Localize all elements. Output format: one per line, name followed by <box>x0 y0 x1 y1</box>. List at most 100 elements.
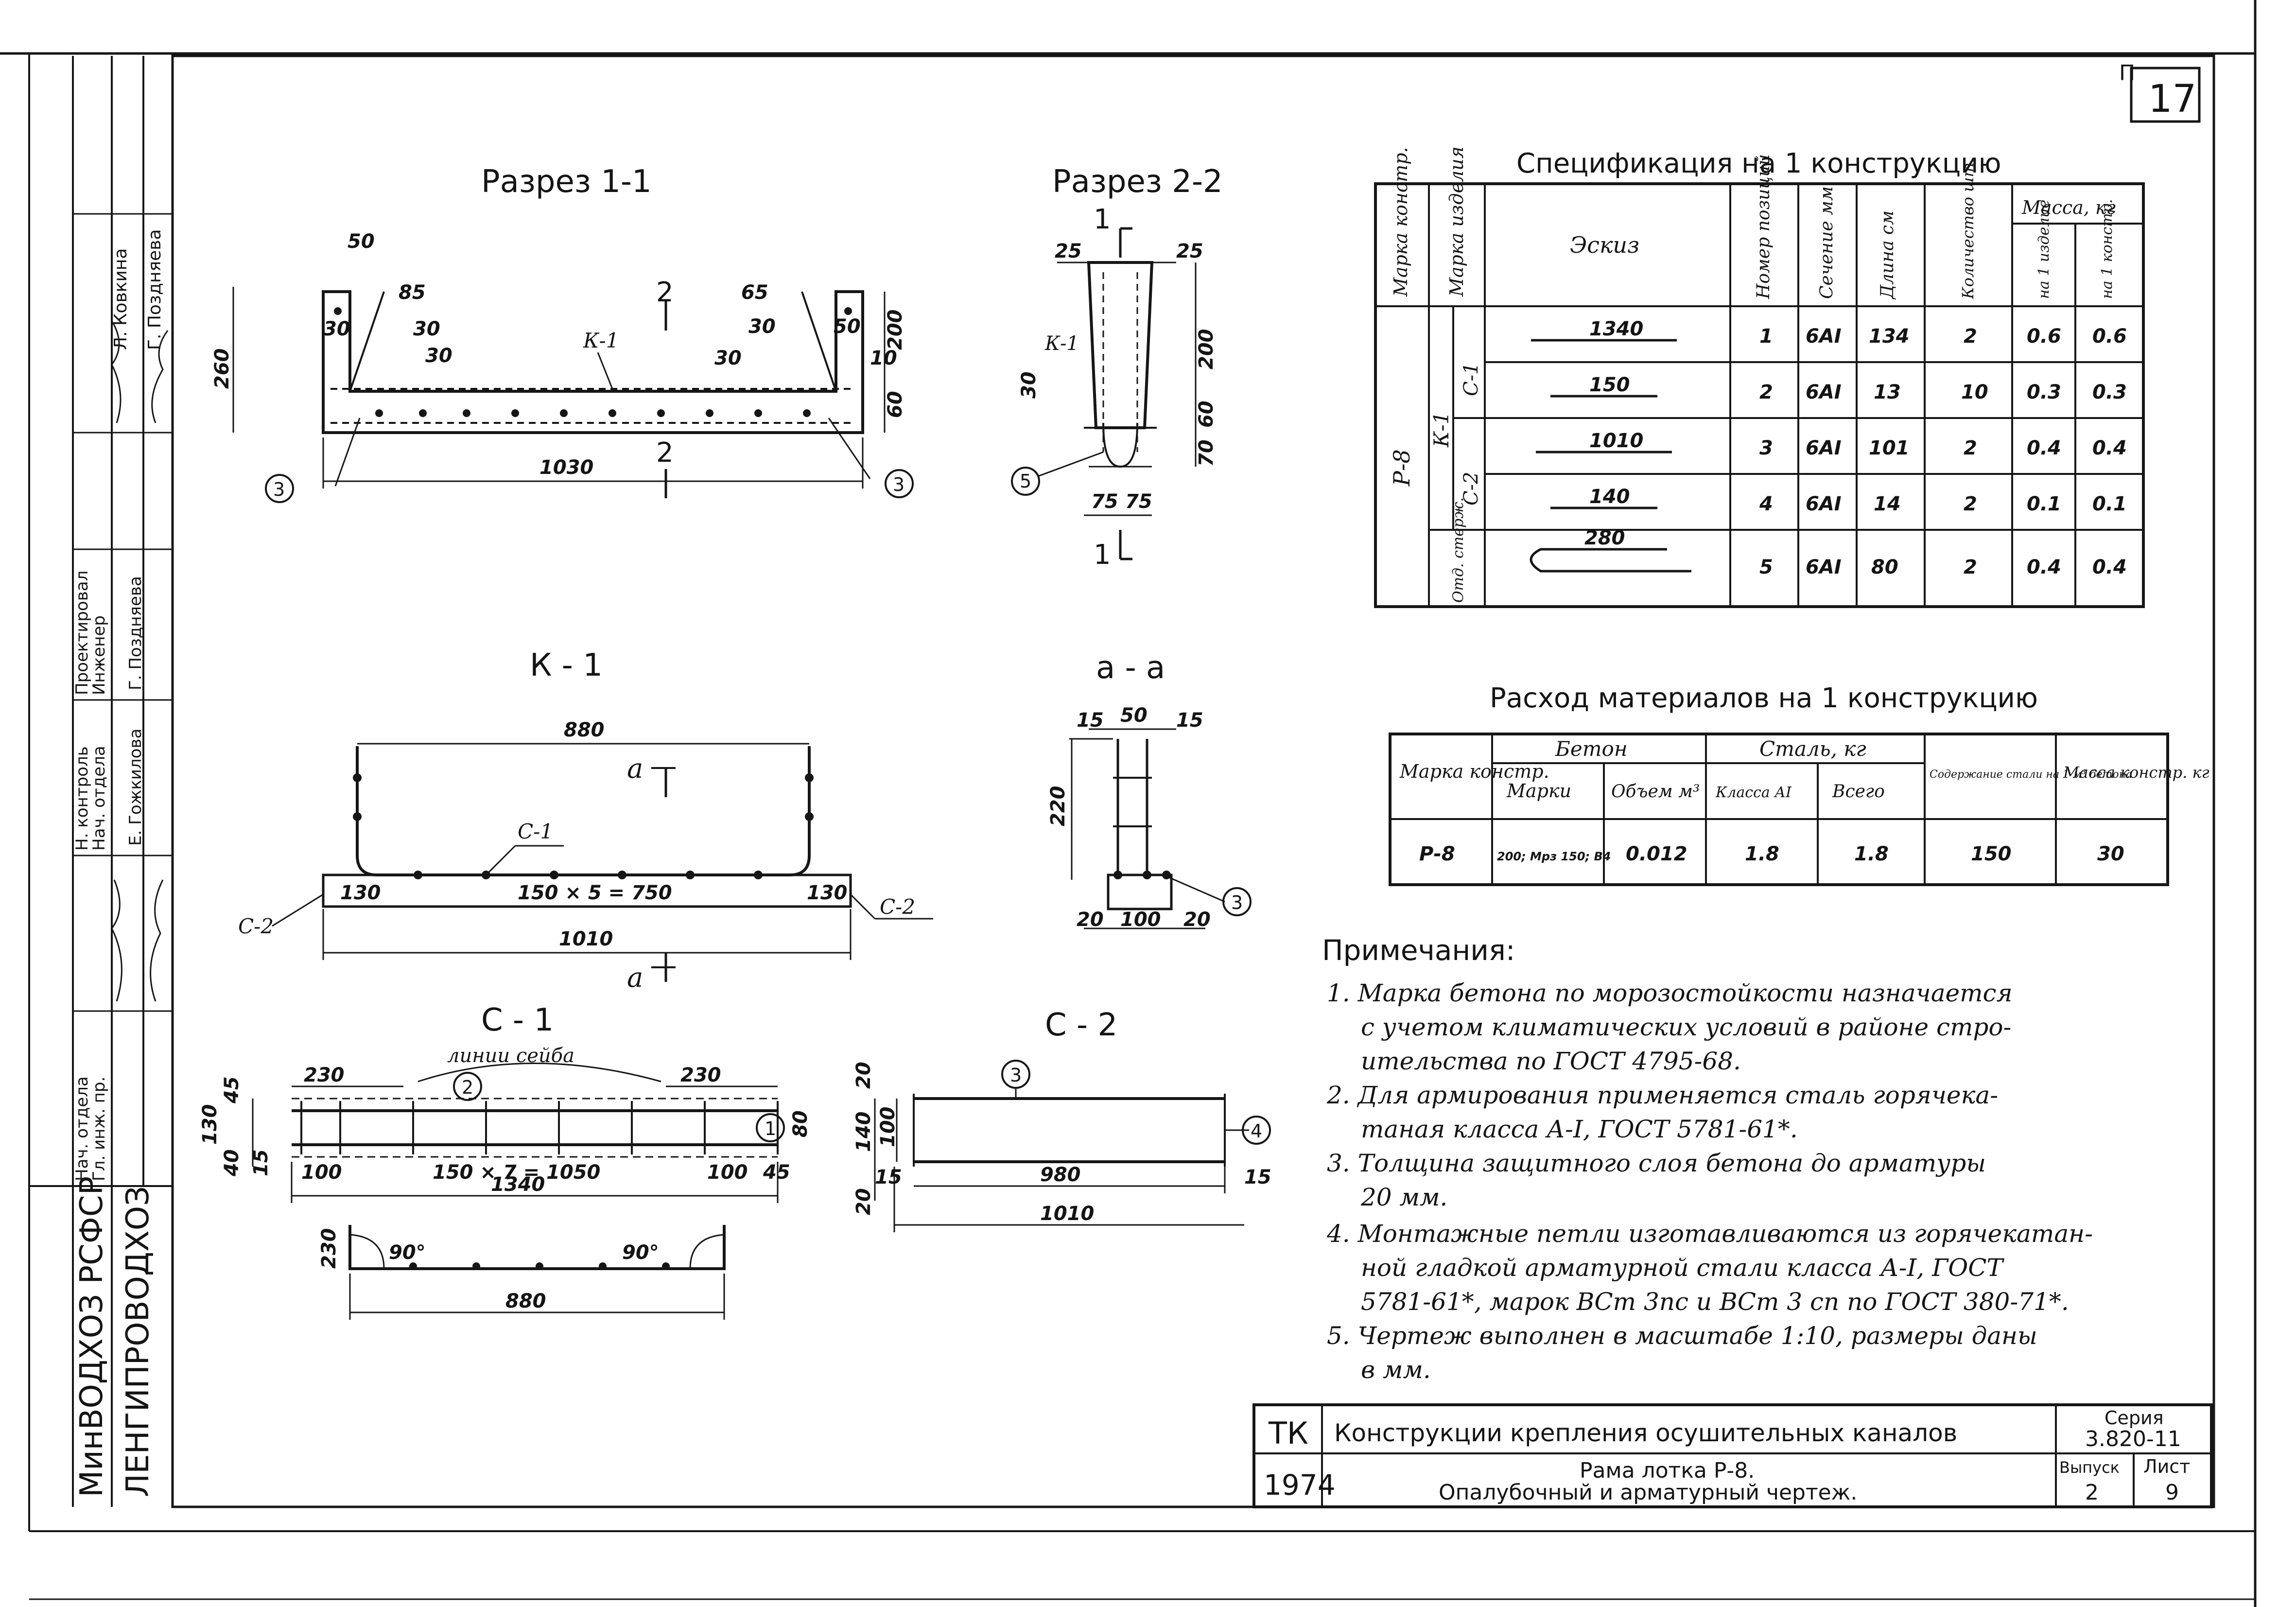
stamp-org1: МинВОДХОЗ РСФСР <box>74 1176 110 1497</box>
c1-dim-100a: 100 <box>301 1161 342 1184</box>
spec-group-otd: Отд. стерж. <box>1450 497 1467 603</box>
aa-callout-3: 3 <box>1231 892 1243 913</box>
spec-h-mark: Марка констр. <box>1390 147 1411 297</box>
spec-r5-sect: 6АI <box>1806 556 1842 578</box>
spec-r4-m1: 0.1 <box>2027 493 2061 515</box>
spec-group-c2: С-2 <box>1460 472 1482 506</box>
tb-year: 1974 <box>1264 1468 1336 1502</box>
section-2-2: Разрез 2-2 25 25 200 60 70 30 75 75 1 1 … <box>1011 164 1223 571</box>
mat-h-total: Всего <box>1832 782 1885 802</box>
spec-r4-len: 14 <box>1874 493 1901 515</box>
tb-series: 3.820-11 <box>2085 1427 2181 1451</box>
aa-dim-20b: 20 <box>1183 908 1211 931</box>
spec-r1-m1: 0.6 <box>2027 325 2061 348</box>
spec-h-sect: Сечение мм <box>1817 186 1837 299</box>
tb-tk: ТК <box>1268 1415 1308 1451</box>
k1-label-c2b: С-2 <box>880 895 915 919</box>
k1-frame: К - 1 880 130 150 × 5 = 750 130 1010 С-1… <box>238 647 933 994</box>
c1-dim-40: 40 <box>221 1149 243 1177</box>
s11-dim-30b: 30 <box>413 318 440 340</box>
spec-h-m1: на 1 изделие <box>2035 200 2052 299</box>
spec-r4-qty: 2 <box>1964 493 1977 515</box>
s11-label-2b: 2 <box>656 437 674 469</box>
s11-dim-30e: 30 <box>714 347 742 369</box>
c1-note: линии сейба <box>447 1045 574 1067</box>
spec-h-item: Марка изделия <box>1446 146 1467 297</box>
c1-dim-230b: 230 <box>680 1064 721 1086</box>
spec-r1-len: 134 <box>1869 325 1910 348</box>
spec-r1-sketch: 1340 <box>1589 318 1643 340</box>
k1-label-c2a: С-2 <box>238 914 274 938</box>
note-line-5: 3. Толщина защитного слоя бетона до арма… <box>1327 1149 1986 1177</box>
spec-h-qty: Количество шт. <box>1959 157 1977 299</box>
note-line-11: в мм. <box>1361 1356 1431 1384</box>
s11-dim-60: 60 <box>884 391 906 418</box>
s22-label-1a: 1 <box>1094 204 1111 235</box>
notes-heading: Примечания: <box>1322 934 1515 967</box>
spec-r2-pos: 2 <box>1759 381 1773 403</box>
mat-h-a1: Класса АI <box>1715 784 1792 801</box>
s22-dim-75a: 75 <box>1091 490 1118 513</box>
section-a-a: а - а 15 50 15 220 20 100 20 3 <box>1047 650 1252 931</box>
spec-r4-m2: 0.1 <box>2092 493 2127 515</box>
s11-dim-65: 65 <box>741 281 768 304</box>
s11-dim-50a: 50 <box>348 230 375 253</box>
spec-r5-len: 80 <box>1871 556 1898 578</box>
mat-r-a1: 1.8 <box>1745 843 1779 865</box>
note-line-9: 5781-61*, марок ВСт 3пс и ВСт 3 сп по ГО… <box>1361 1288 2069 1316</box>
mat-h-mass: Масса констр. кг <box>2063 763 2209 782</box>
note-line-4: таная класса А-I, ГОСТ 5781-61*. <box>1361 1115 1798 1143</box>
stamp-role-5: Нач. отдела <box>89 746 109 851</box>
s22-dim-70: 70 <box>1195 439 1218 467</box>
tb-issue: 2 <box>2085 1480 2099 1505</box>
tb-drawing-2: Опалубочный и арматурный чертеж. <box>1439 1480 1857 1505</box>
spec-r3-len: 101 <box>1869 437 1910 459</box>
stamp-signature-1 <box>111 320 122 423</box>
note-line-1: с учетом климатических условий в районе … <box>1361 1013 2011 1041</box>
s11-label-k1: К-1 <box>583 329 619 352</box>
stamp-name-0: Л. Ковкина <box>111 248 131 350</box>
c1-dim-1050: 150 × 7 = 1050 <box>433 1161 600 1184</box>
stamp-name-4: Е. Гожкилова <box>126 729 145 846</box>
c2-dim-100: 100 <box>877 1107 899 1148</box>
stamp-name-1: Г. Поздняева <box>145 229 165 350</box>
title-block: ТК 1974 Конструкции крепления осушительн… <box>1252 1403 2213 1508</box>
spec-group-r8: Р-8 <box>1389 449 1415 487</box>
stamp-signature-2 <box>151 330 169 423</box>
section-1-1-title: Разрез 1-1 <box>481 164 652 200</box>
spec-r4-pos: 4 <box>1759 493 1773 515</box>
mat-h-concrete: Бетон <box>1555 737 1628 761</box>
c2-dim-20b: 20 <box>852 1188 875 1215</box>
tb-drawing-1: Рама лотка Р-8. <box>1580 1458 1755 1483</box>
c2-dim-20a: 20 <box>852 1062 875 1089</box>
s11-label-2a: 2 <box>656 277 674 308</box>
spec-group-k1: К-1 <box>1429 412 1453 448</box>
c2-dim-1010: 1010 <box>1040 1203 1094 1225</box>
aa-dim-15a: 15 <box>1077 709 1104 732</box>
c2-dim-140: 140 <box>852 1112 875 1153</box>
bent-angle-right: 90° <box>622 1241 659 1264</box>
c2-callout-4: 4 <box>1251 1120 1262 1142</box>
aa-title: а - а <box>1096 650 1165 686</box>
spec-r5-m2: 0.4 <box>2092 556 2127 578</box>
mat-h-content: Содержание стали на 1 м³ бетона <box>1930 769 2132 781</box>
s22-callout-5: 5 <box>1020 471 1031 492</box>
spec-h-len: Длина см <box>1878 210 1897 300</box>
spec-r3-sketch: 1010 <box>1589 430 1643 452</box>
s22-dim-25a: 25 <box>1055 240 1082 262</box>
trough-outline <box>322 290 864 434</box>
stamp-role-3: Инженер <box>89 615 109 695</box>
spec-r2-sketch: 150 <box>1589 374 1630 396</box>
c1-callout-2: 2 <box>462 1077 473 1098</box>
k1-dim-130b: 130 <box>807 882 848 904</box>
c1-dim-230a: 230 <box>304 1064 345 1086</box>
stamp-org2: ЛЕНГИПРОВОДХОЗ <box>120 1186 156 1497</box>
bent-angle-left: 90° <box>389 1241 426 1264</box>
c1-dim-1340: 1340 <box>491 1173 545 1196</box>
spec-r3-m1: 0.4 <box>2027 437 2061 459</box>
spec-row-4: 140 4 6АI 14 2 0.1 0.1 <box>1550 486 2127 515</box>
note-line-0: 1. Марка бетона по морозостойкости назна… <box>1327 979 2013 1007</box>
spec-r4-sketch: 140 <box>1589 486 1630 508</box>
mat-r-mark: Р-8 <box>1419 843 1455 865</box>
